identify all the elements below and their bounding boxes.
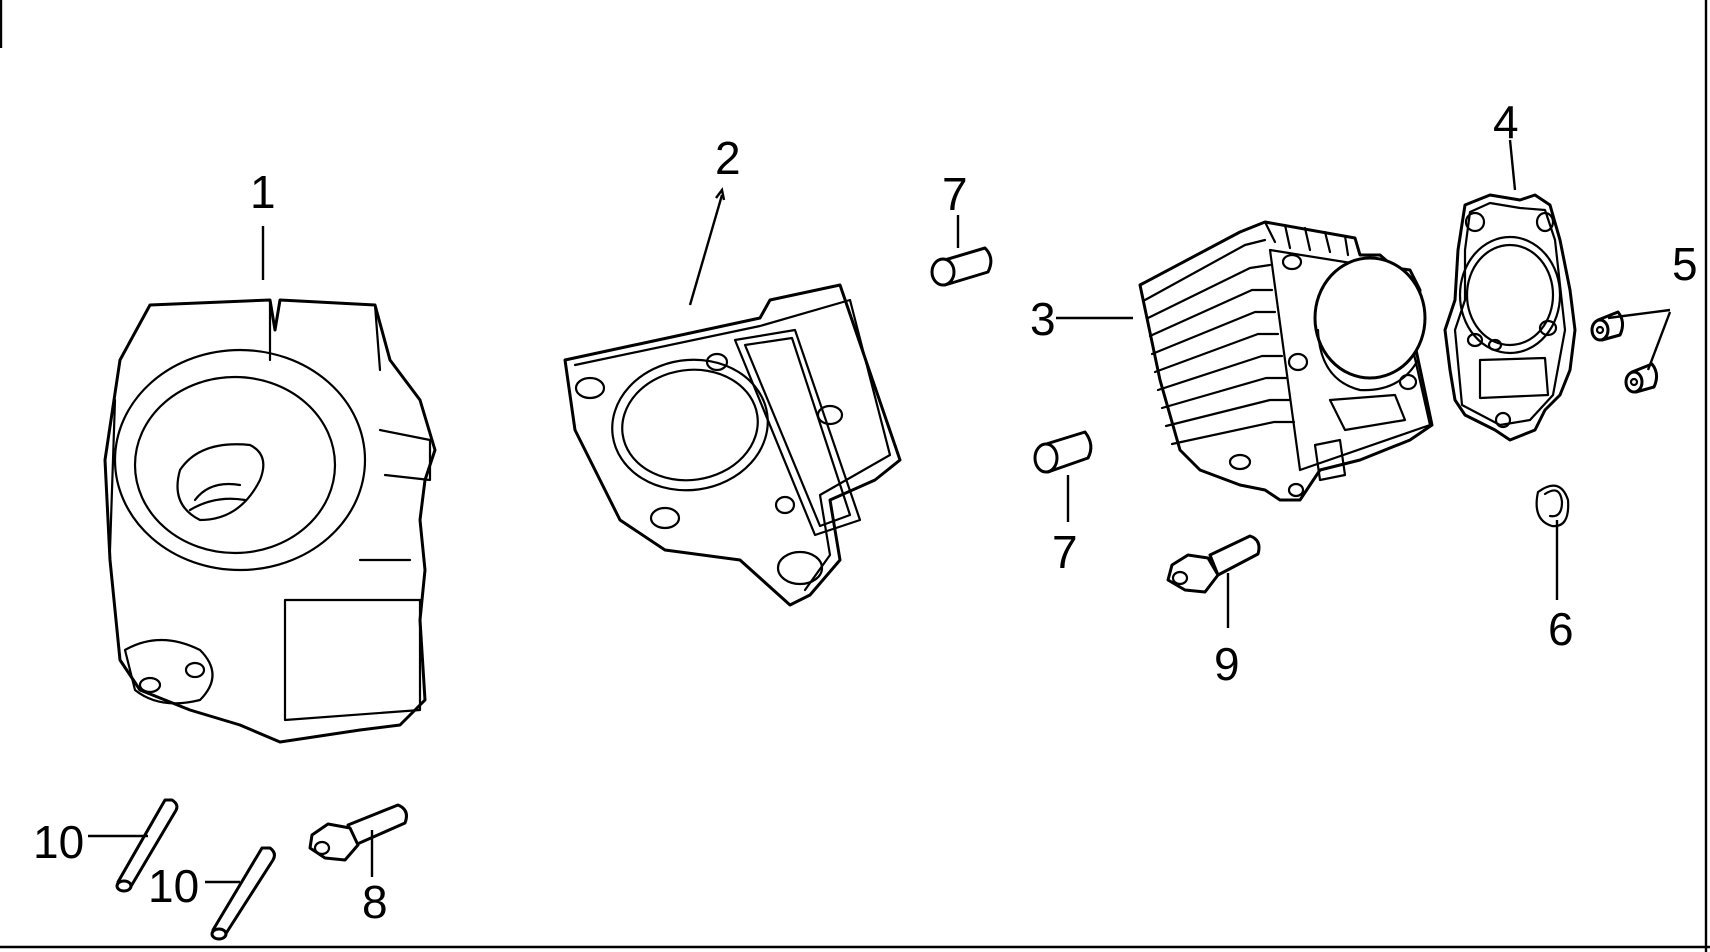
part-4-head-gasket	[1443, 193, 1577, 442]
part-7-dowel-pin-upper	[930, 246, 993, 287]
callout-5: 5	[1672, 238, 1698, 290]
callout-labels: 1 2 3 4 5 6 7 7 8 9 10 10	[33, 96, 1698, 928]
callout-7-lower: 7	[1052, 526, 1078, 578]
callout-9: 9	[1214, 638, 1240, 690]
callout-4: 4	[1493, 96, 1519, 148]
part-6-o-ring	[1535, 484, 1570, 528]
part-10-long-pins	[115, 798, 276, 941]
callout-10-right: 10	[148, 860, 199, 912]
callout-3: 3	[1030, 293, 1056, 345]
callout-7-upper: 7	[942, 168, 968, 220]
callout-6: 6	[1548, 603, 1574, 655]
callout-8: 8	[362, 876, 388, 928]
part-2-intake-gasket	[563, 283, 902, 607]
part-3-cylinder-block	[1138, 220, 1434, 502]
leader-lines	[88, 139, 1672, 884]
part-9-bolt	[1166, 534, 1261, 594]
part-7-dowel-pin-lower	[1033, 430, 1093, 474]
part-5-small-dowels	[1590, 310, 1659, 394]
callout-2: 2	[715, 132, 741, 184]
part-1-cylinder-head	[103, 298, 437, 744]
callout-10-left: 10	[33, 816, 84, 868]
cylinder-fins	[1143, 238, 1296, 446]
callout-1: 1	[250, 166, 276, 218]
part-8-bolt	[308, 803, 408, 862]
